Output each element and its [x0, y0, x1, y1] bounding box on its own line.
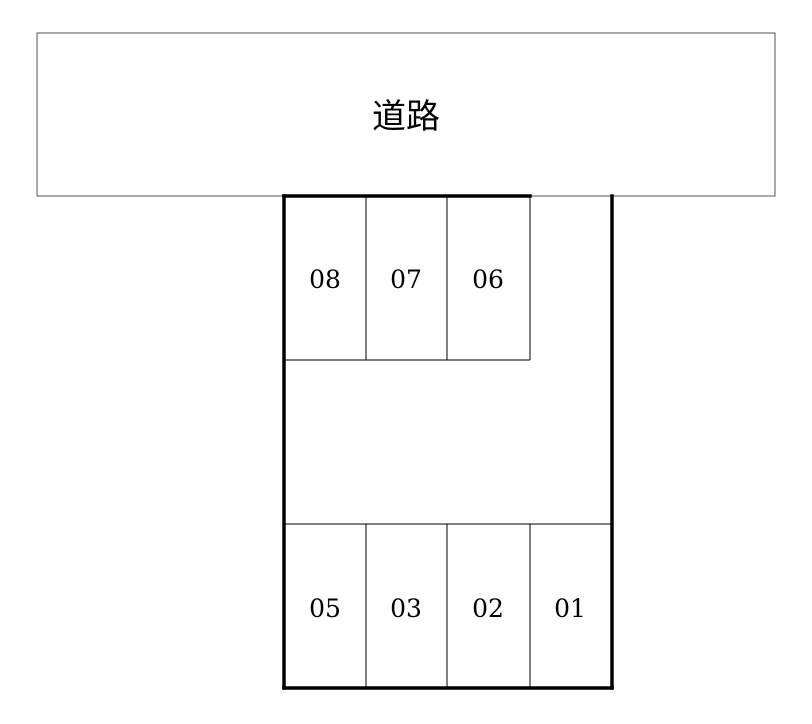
parking-space-03-label: 03	[390, 594, 422, 623]
parking-space-02-label: 02	[472, 594, 504, 623]
parking-space-05-label: 05	[309, 594, 341, 623]
bottom-row-spaces	[284, 523, 612, 688]
parking-space-01-label: 01	[554, 594, 586, 623]
lot-boundary	[282, 194, 614, 690]
road: 道路	[36, 32, 776, 197]
parking-space-06-label: 06	[472, 265, 504, 294]
parking-space-07-label: 07	[390, 265, 422, 294]
road-label: 道路	[372, 97, 440, 137]
road-outline	[36, 32, 776, 197]
parking-space-08-label: 08	[309, 265, 341, 294]
top-row-spaces	[284, 196, 531, 361]
